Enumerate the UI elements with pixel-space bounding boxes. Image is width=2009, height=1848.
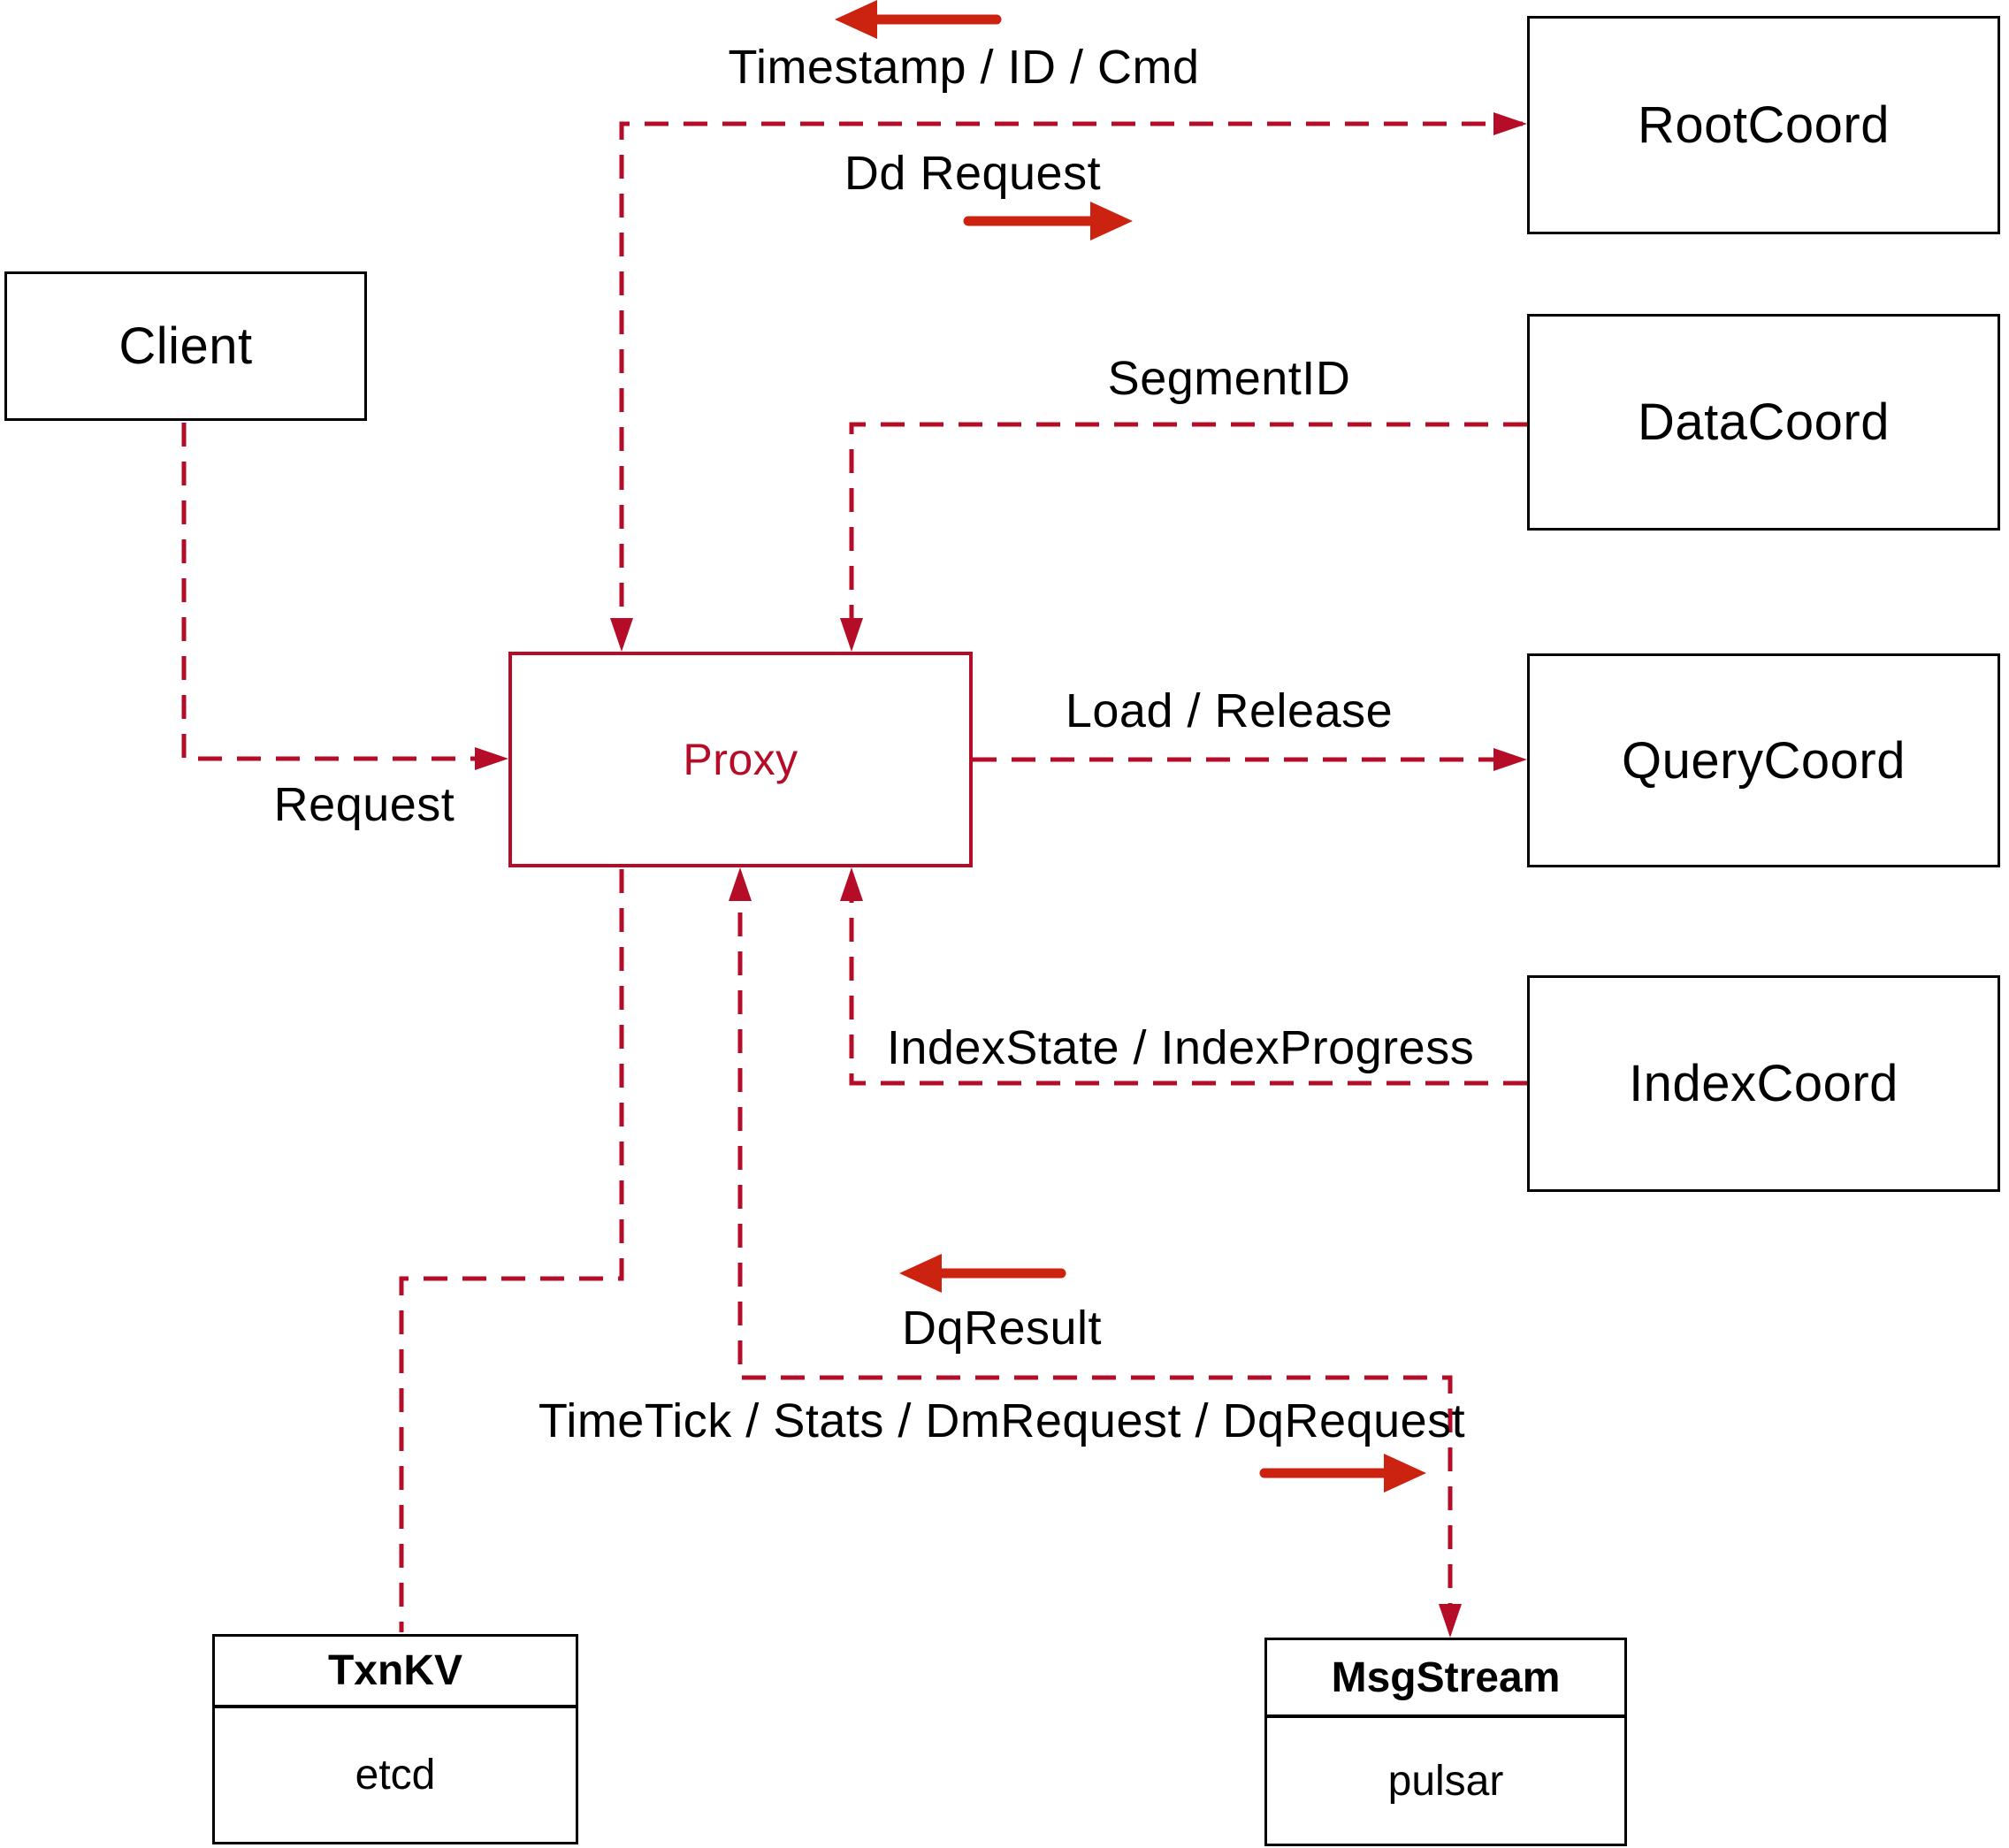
- edge-proxy-rootcoord: [619, 121, 1523, 645]
- node-rootcoord-label: RootCoord: [1638, 96, 1890, 154]
- node-client-label: Client: [118, 317, 253, 375]
- arrowhead-into-proxy-top-right-icon: [840, 618, 863, 652]
- dd-request-direction-arrow-icon: [963, 202, 1133, 241]
- node-txnkv-title: TxnKV: [215, 1637, 576, 1708]
- edge-label-load-release: Load / Release: [1065, 684, 1394, 737]
- arrowhead-into-rootcoord-icon: [1493, 112, 1527, 135]
- node-querycoord: QueryCoord: [1527, 653, 2000, 867]
- node-querycoord-label: QueryCoord: [1622, 731, 1906, 790]
- node-rootcoord: RootCoord: [1527, 16, 2000, 234]
- edge-proxy-txnkv: [399, 869, 624, 1632]
- dq-result-direction-arrow-icon: [899, 1254, 1066, 1293]
- edge-datacoord-proxy: [849, 422, 1527, 645]
- edge-label-segment-id: SegmentID: [1107, 352, 1351, 405]
- edge-label-dq-result: DqResult: [901, 1302, 1103, 1355]
- node-txnkv-impl: etcd: [355, 1752, 436, 1798]
- node-proxy-label: Proxy: [683, 735, 798, 784]
- node-txnkv: TxnKV etcd: [212, 1634, 578, 1844]
- edge-label-index-state: IndexState / IndexProgress: [886, 1021, 1475, 1074]
- node-msgstream: MsgStream pulsar: [1264, 1638, 1627, 1846]
- node-indexcoord-label: IndexCoord: [1629, 1055, 1898, 1112]
- node-msgstream-impl: pulsar: [1387, 1757, 1504, 1805]
- edge-label-request: Request: [273, 778, 455, 831]
- edge-label-timestamp-id-cmd: Timestamp / ID / Cmd: [728, 41, 1200, 94]
- node-client: Client: [4, 271, 367, 421]
- node-datacoord-label: DataCoord: [1638, 393, 1890, 451]
- node-proxy: Proxy: [508, 652, 973, 867]
- arrowhead-into-proxy-left-icon: [475, 747, 508, 770]
- edge-label-dd-request: Dd Request: [844, 147, 1102, 200]
- arrowhead-into-proxy-bottom-right-icon: [840, 867, 863, 901]
- edge-client-proxy: [181, 423, 502, 761]
- node-indexcoord: IndexCoord: [1527, 975, 2000, 1192]
- arrowhead-into-msgstream-icon: [1439, 1604, 1462, 1638]
- edge-label-time-tick: TimeTick / Stats / DmRequest / DqRequest: [538, 1394, 1466, 1447]
- arrowhead-into-proxy-bottom-left-icon: [729, 867, 752, 901]
- time-tick-direction-arrow-icon: [1259, 1454, 1426, 1493]
- arrowhead-into-querycoord-icon: [1493, 748, 1527, 771]
- timestamp-response-direction-arrow-icon: [835, 0, 1002, 39]
- edge-proxy-msgstream: [737, 874, 1453, 1631]
- node-msgstream-title: MsgStream: [1267, 1640, 1624, 1718]
- arrowhead-into-proxy-top-left-icon: [610, 618, 633, 652]
- node-datacoord: DataCoord: [1527, 314, 2000, 531]
